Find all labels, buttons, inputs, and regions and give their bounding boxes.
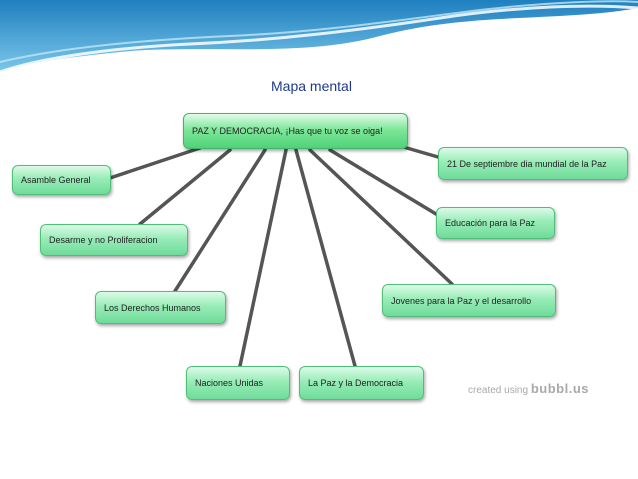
node-educacion[interactable]: Educación para la Paz (436, 207, 555, 239)
slide-title: Mapa mental (271, 78, 352, 94)
node-label: Naciones Unidas (195, 378, 264, 388)
node-derechos-humanos[interactable]: Los Derechos Humanos (95, 291, 226, 324)
node-label: La Paz y la Democracia (308, 378, 404, 388)
node-desarme[interactable]: Desarme y no Proliferacion (40, 224, 188, 256)
node-label: Desarme y no Proliferacion (49, 235, 158, 245)
node-21-septiembre[interactable]: 21 De septiembre dia mundial de la Paz (438, 147, 628, 180)
link-derechos-humanos (173, 148, 267, 293)
link-naciones-unidas (238, 148, 288, 368)
link-jovenes (308, 148, 454, 286)
node-paz-democracia[interactable]: La Paz y la Democracia (299, 366, 424, 400)
bubblus-credit: created using bubbl.us (468, 381, 589, 396)
bubblus-logo: bubbl.us (530, 381, 589, 396)
link-asamble-general (108, 146, 202, 180)
link-educacion (328, 148, 438, 216)
node-label: Los Derechos Humanos (104, 302, 201, 313)
node-label: Asamble General (21, 175, 91, 185)
node-label: Educación para la Paz (445, 218, 536, 228)
link-21-septiembre (398, 144, 440, 159)
node-asamble-general[interactable]: Asamble General (12, 165, 111, 195)
link-paz-democracia (294, 148, 357, 368)
node-label: 21 De septiembre dia mundial de la Paz (447, 158, 607, 169)
central-topic-label: PAZ Y DEMOCRACIA, ¡Has que tu voz se oig… (192, 126, 383, 136)
central-topic-node[interactable]: PAZ Y DEMOCRACIA, ¡Has que tu voz se oig… (183, 113, 408, 149)
node-label: Jovenes para la Paz y el desarrollo (391, 295, 532, 306)
node-naciones-unidas[interactable]: Naciones Unidas (186, 366, 290, 400)
header-wave-decoration (0, 0, 638, 74)
link-desarme (138, 148, 232, 226)
node-jovenes[interactable]: Jovenes para la Paz y el desarrollo (382, 284, 556, 317)
credit-prefix: created using (468, 385, 529, 396)
